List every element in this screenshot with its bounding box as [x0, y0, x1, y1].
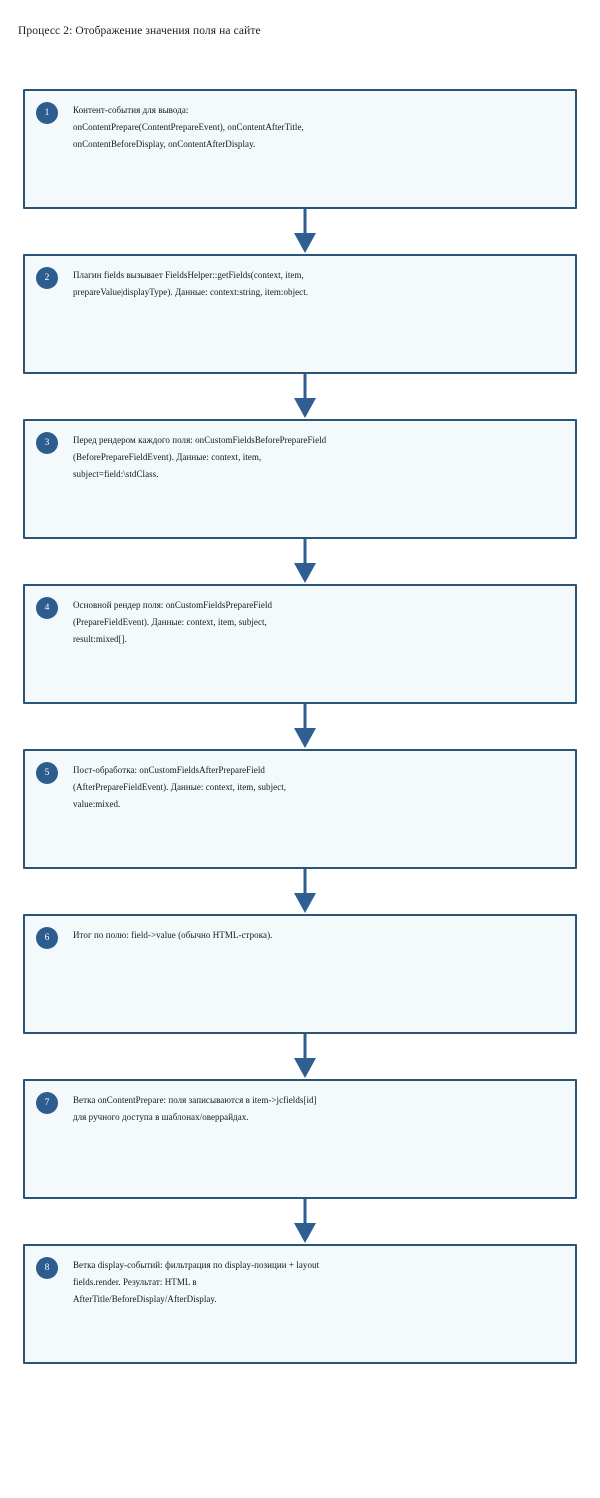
down-arrow-icon [294, 209, 316, 254]
step-box-2[interactable]: 2 Плагин fields вызывает FieldsHelper::ge… [23, 254, 577, 374]
step-description: Пост-обработка: onCustomFieldsAfterPrepa… [73, 765, 287, 809]
step-box-6[interactable]: 6 Итог по полю: field->value (обычно HTML… [23, 914, 577, 1034]
step-number-badge: 8 [36, 1257, 58, 1279]
step-box-3[interactable]: 3 Перед рендером каждого поля: onCustomFi… [23, 419, 577, 539]
down-arrow-icon [294, 869, 316, 914]
step-description: Контент-события для вывода: onContentPre… [73, 105, 304, 149]
step-description: Плагин fields вызывает FieldsHelper::get… [73, 270, 309, 297]
down-arrow-icon [294, 1034, 316, 1079]
step-number-badge: 6 [36, 927, 58, 949]
step-description: Основной рендер поля: onCustomFieldsPrep… [73, 600, 273, 644]
step-number-badge: 5 [36, 762, 58, 784]
step-number-badge: 3 [36, 432, 58, 454]
step-number-badge: 2 [36, 267, 58, 289]
step-box-5[interactable]: 5 Пост-обработка: onCustomFieldsAfterPrep… [23, 749, 577, 869]
page-title: Процесс 2: Отображение значения поля на … [18, 25, 261, 37]
down-arrow-icon [294, 704, 316, 749]
down-arrow-icon [294, 539, 316, 584]
step-box-7[interactable]: 7 Ветка onContentPrepare: поля записывают… [23, 1079, 577, 1199]
step-description: Итог по полю: field->value (обычно HTML-… [73, 930, 273, 940]
down-arrow-icon [294, 1199, 316, 1244]
down-arrow-icon [294, 374, 316, 419]
step-description: Перед рендером каждого поля: onCustomFie… [73, 435, 327, 479]
step-description: Ветка onContentPrepare: поля записываютс… [73, 1095, 317, 1122]
step-box-1[interactable]: 1 Контент-события для вывода: onContentPr… [23, 89, 577, 209]
step-description: Ветка display-событий: фильтрация по dis… [73, 1260, 320, 1304]
step-box-8[interactable]: 8 Ветка display-событий: фильтрация по di… [23, 1244, 577, 1364]
step-number-badge: 7 [36, 1092, 58, 1114]
step-number-badge: 1 [36, 102, 58, 124]
step-number-badge: 4 [36, 597, 58, 619]
step-box-4[interactable]: 4 Основной рендер поля: onCustomFieldsPre… [23, 584, 577, 704]
